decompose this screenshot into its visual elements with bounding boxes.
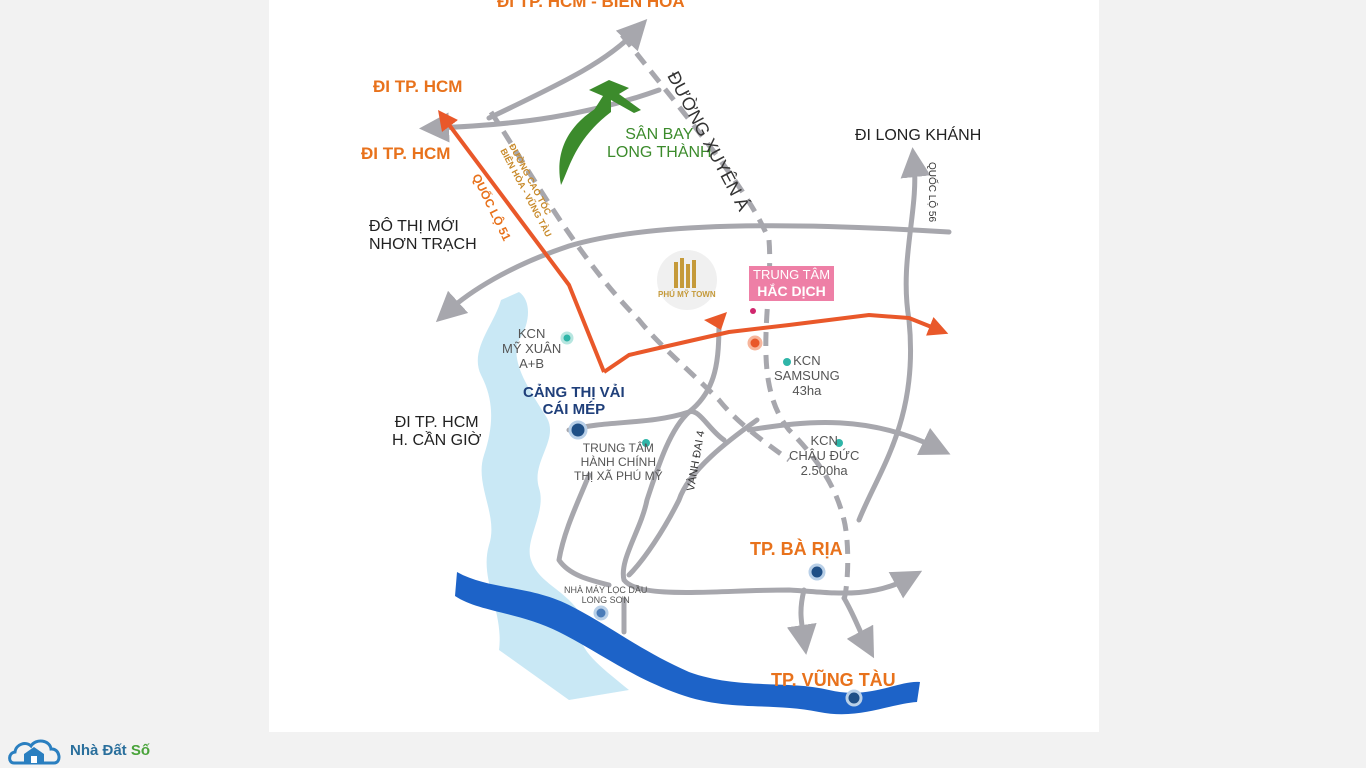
label-hac-dich-line1: TRUNG TÂM <box>753 267 831 282</box>
marker-hac-dich <box>747 335 763 351</box>
road-ql56 <box>856 147 931 523</box>
label-long-khanh: ĐI LONG KHÁNH <box>855 127 982 144</box>
label-vung-tau: TP. VŨNG TÀU <box>771 670 896 690</box>
marker-vung-tau <box>845 689 863 707</box>
project-pin <box>704 312 727 330</box>
label-airport-line1: SÂN BAY <box>625 126 694 143</box>
road-xuyen-a <box>620 33 851 601</box>
road-link <box>556 472 612 588</box>
map-markers <box>560 308 863 707</box>
airport-symbol <box>559 80 641 185</box>
label-bien-hoa: ĐI TP. HCM - BIÊN HÒA <box>497 0 685 11</box>
label-samsung-line3: 43ha <box>792 382 822 398</box>
label-refinery-line2: LONG SƠN <box>581 595 630 606</box>
sea-channel <box>455 572 920 715</box>
label-admin: TRUNG TÂM HÀNH CHÍNH THỊ XÃ PHÚ MỸ <box>574 441 663 483</box>
label-admin-line1: TRUNG TÂM <box>582 441 654 455</box>
road-admin <box>566 409 727 443</box>
label-nhon-trach-line1: ĐÔ THỊ MỚI <box>369 218 459 235</box>
label-ba-ria: TP. BÀ RỊA <box>750 539 843 559</box>
marker-pink <box>750 308 756 314</box>
brand-name: Nhà Đất Số <box>70 742 150 759</box>
label-chau-duc-line3: 2.500ha <box>800 462 848 478</box>
label-chau-duc: KCN CHÂU ĐỨC 2.500ha <box>789 433 860 479</box>
marker-ba-ria <box>808 563 826 581</box>
label-admin-line2: HÀNH CHÍNH <box>580 454 657 469</box>
marker-samsung <box>783 358 791 366</box>
label-chau-duc-line1: KCN <box>810 433 838 448</box>
label-cang: CẢNG THỊ VẢI CÁI MÉP <box>523 384 625 419</box>
label-can-gio-line1: ĐI TP. HCM <box>394 414 479 431</box>
label-hac-dich: TRUNG TÂM HẮC DỊCH <box>749 266 835 302</box>
road-nhon-trach <box>435 223 952 323</box>
label-hcm-1: ĐI TP. HCM <box>373 77 463 96</box>
label-my-xuan: KCN MỸ XUÂN A+B <box>502 326 562 372</box>
marker-refinery <box>593 605 609 621</box>
road-vanh-dai <box>626 417 760 578</box>
label-airport-line2: LONG THÀNH <box>607 144 712 162</box>
label-admin-line3: THỊ XÃ PHÚ MỸ <box>574 468 663 483</box>
road-vungtau-a <box>786 587 817 655</box>
brand-name-main: Nhà Đất <box>70 741 131 759</box>
brand-name-accent: Số <box>130 741 151 759</box>
label-refinery: NHÀ MÁY LỌC DẦU LONG SƠN <box>564 585 647 606</box>
map-panel: ĐI TP. HCM - BIÊN HÒA ĐI TP. HCM ĐI TP. … <box>269 0 1099 732</box>
house-cloud-icon <box>8 739 61 765</box>
label-cang-line2: CÁI MÉP <box>542 401 606 419</box>
label-ql56: QUỐC LỘ 56 <box>926 162 937 223</box>
label-my-xuan-line2: MỸ XUÂN <box>502 340 562 356</box>
map-graphic <box>419 19 952 715</box>
road-hcm-north <box>419 87 662 143</box>
marker-chau-duc <box>835 439 843 447</box>
label-airport: SÂN BAY LONG THÀNH <box>607 126 712 163</box>
highway-ql51 <box>438 109 606 373</box>
label-can-gio: ĐI TP. HCM H. CẦN GIỜ <box>392 414 481 451</box>
highway-main <box>602 313 949 374</box>
road-chau-duc <box>746 420 951 455</box>
label-hcm-2: ĐI TP. HCM <box>361 144 451 163</box>
label-refinery-line1: NHÀ MÁY LỌC DẦU <box>564 585 648 595</box>
label-project: PHÚ MỸ TOWN <box>658 290 716 299</box>
label-hac-dich-line2: HẮC DỊCH <box>757 282 826 299</box>
label-chau-duc-line2: CHÂU ĐỨC <box>789 447 860 463</box>
marker-cang <box>568 420 588 440</box>
label-cang-line1: CẢNG THỊ VẢI <box>523 384 625 401</box>
brand-logo[interactable]: Nhà Đất Số <box>6 733 150 767</box>
label-samsung: KCN SAMSUNG 43ha <box>774 353 840 399</box>
road-vungtau-b <box>841 595 875 659</box>
project-logo <box>657 250 717 310</box>
label-can-gio-line2: H. CẦN GIỜ <box>392 432 482 450</box>
label-nhon-trach: ĐÔ THỊ MỚI NHƠN TRẠCH <box>369 218 477 255</box>
label-samsung-line1: KCN <box>793 353 821 368</box>
label-nhon-trach-line2: NHƠN TRẠCH <box>369 236 477 254</box>
marker-my-xuan <box>560 331 574 345</box>
label-samsung-line2: SAMSUNG <box>774 367 840 383</box>
road-expressway <box>488 110 791 463</box>
label-my-xuan-line3: A+B <box>519 355 545 371</box>
marker-admin <box>642 439 650 447</box>
label-my-xuan-line1: KCN <box>517 326 546 341</box>
